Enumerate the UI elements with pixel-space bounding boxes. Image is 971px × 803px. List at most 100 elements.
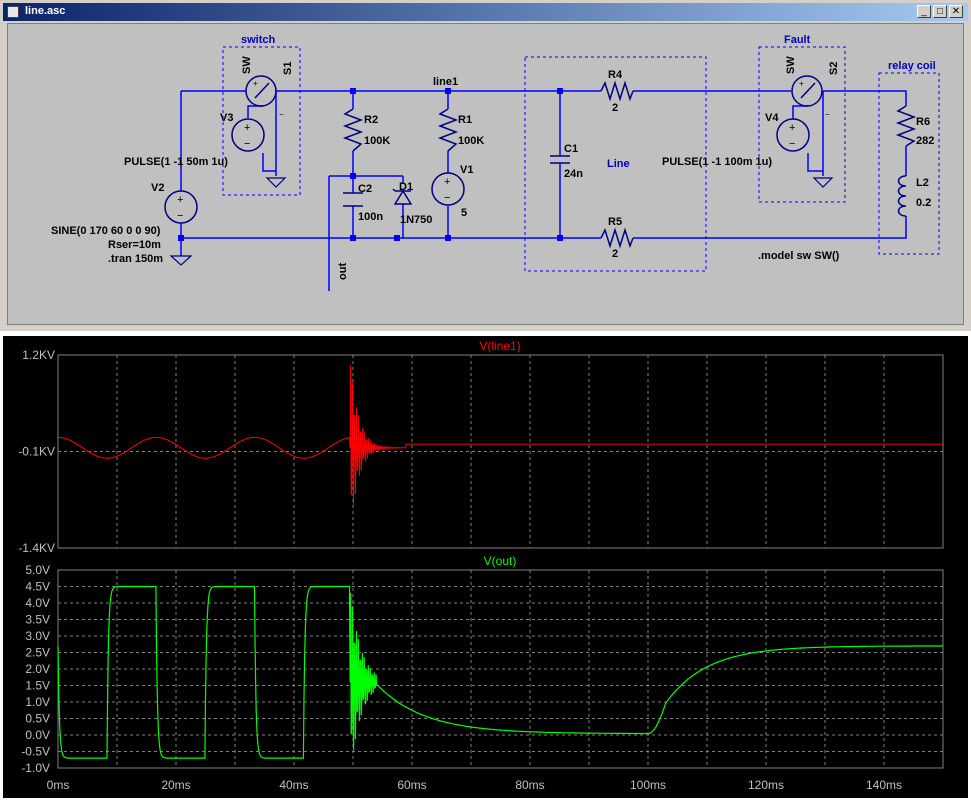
- trace-out: [57, 585, 943, 759]
- plot-frame-line1: [57, 354, 944, 549]
- pulse1-label: PULSE(1 -1 50m 1u): [124, 156, 228, 168]
- r2-value: 100K: [364, 135, 390, 147]
- svg-text:+: +: [789, 122, 795, 134]
- y-tick-label: -0.1KV: [18, 445, 55, 459]
- relay-box-label: relay coil: [888, 60, 936, 72]
- y-tick-label: 5.0V: [25, 563, 50, 577]
- junctions: [178, 88, 563, 241]
- line1-net-label: line1: [433, 76, 458, 88]
- y-tick-label: 3.5V: [25, 613, 50, 627]
- x-tick-label: 20ms: [161, 778, 190, 792]
- r6-label: R6: [916, 116, 930, 128]
- switch-box-label: switch: [241, 34, 276, 46]
- schematic-canvas[interactable]: + − + − + − + − + − + − switch Line Fault rela…: [7, 23, 964, 325]
- fault-box-label: Fault: [784, 34, 811, 46]
- minimize-button[interactable]: _: [917, 5, 931, 18]
- v1-value: 5: [461, 207, 467, 219]
- x-tick-label: 60ms: [397, 778, 426, 792]
- model-directive: .model sw SW(): [758, 250, 840, 262]
- svg-text:+: +: [177, 194, 183, 206]
- x-tick-label: 80ms: [515, 778, 544, 792]
- v1-label: V1: [460, 164, 473, 176]
- y-tick-label: 4.0V: [25, 596, 50, 610]
- y-tick-label: 2.5V: [25, 646, 50, 660]
- d1-label: D1: [399, 181, 413, 193]
- y-tick-label: 1.2KV: [22, 348, 55, 362]
- component-symbols: [164, 75, 917, 249]
- r5-label: R5: [608, 216, 622, 228]
- trace-title-out[interactable]: V(out): [484, 554, 517, 568]
- plot-pane-line1[interactable]: 1.2KV -0.1KV -1.4KV V(line1): [18, 339, 944, 555]
- y-tick-label: 0.0V: [25, 728, 50, 742]
- c1-label: C1: [564, 143, 578, 155]
- x-tick-label: 0ms: [47, 778, 70, 792]
- l2-value: 0.2: [916, 197, 931, 209]
- r5-value: 2: [612, 248, 618, 260]
- grid-line1: [58, 355, 943, 548]
- svg-text:−: −: [177, 210, 183, 222]
- title-bar[interactable]: line.asc _ □ ✕: [3, 3, 968, 21]
- svg-text:+: +: [799, 79, 804, 88]
- x-tick-labels: 0ms 20ms 40ms 60ms 80ms 100ms 120ms 140ms: [47, 778, 902, 792]
- x-tick-label: 140ms: [866, 778, 902, 792]
- v3-label: V3: [220, 112, 233, 124]
- y-tick-label: 1.0V: [25, 695, 50, 709]
- l2-label: L2: [916, 177, 929, 189]
- plot-pane-out[interactable]: 5.0V 4.5V 4.0V 3.5V 3.0V 2.5V 2.0V 1.5V 1.0V 0.5V…: [21, 554, 944, 792]
- trace-line1: [58, 365, 943, 506]
- x-tick-label: 100ms: [630, 778, 666, 792]
- tran-directive: .tran 150m: [108, 253, 163, 265]
- x-tick-label: 40ms: [279, 778, 308, 792]
- svg-text:+: +: [253, 79, 258, 88]
- ground-symbols: [169, 177, 834, 266]
- rser-label: Rser=10m: [108, 239, 161, 251]
- trace-title-line1[interactable]: V(line1): [479, 339, 520, 353]
- d1-value: 1N750: [400, 214, 432, 226]
- svg-text:+: +: [244, 122, 250, 134]
- sw1-label: SW: [241, 56, 253, 74]
- sine-label: SINE(0 170 60 0 0 90): [51, 225, 161, 237]
- sw2-label: SW: [785, 56, 797, 74]
- svg-text:−: −: [789, 138, 795, 150]
- c2-label: C2: [358, 183, 372, 195]
- grid-out: [58, 570, 943, 768]
- schematic-window: line.asc _ □ ✕: [0, 0, 971, 331]
- svg-text:−: −: [279, 110, 284, 119]
- document-icon: [7, 6, 19, 18]
- r1-label: R1: [458, 114, 472, 126]
- x-tick-label: 120ms: [748, 778, 784, 792]
- y-tick-label: -0.5V: [21, 745, 50, 759]
- y-tick-label: 1.5V: [25, 679, 50, 693]
- svg-text:−: −: [444, 192, 450, 204]
- c2-value: 100n: [358, 211, 383, 223]
- group-boxes: [222, 46, 940, 272]
- y-tick-labels-line1: 1.2KV -0.1KV -1.4KV: [18, 348, 55, 555]
- svg-text:−: −: [825, 110, 830, 119]
- c1-value: 24n: [564, 168, 583, 180]
- y-tick-label: -1.0V: [21, 761, 50, 775]
- r6-value: 282: [916, 135, 934, 147]
- v2-label: V2: [151, 182, 164, 194]
- y-tick-labels-out: 5.0V 4.5V 4.0V 3.5V 3.0V 2.5V 2.0V 1.5V 1.0V 0.5V…: [21, 563, 50, 775]
- maximize-button[interactable]: □: [933, 5, 947, 18]
- s1-label: S1: [282, 62, 294, 75]
- waveform-viewer[interactable]: 1.2KV -0.1KV -1.4KV V(line1) 5.0V 4.5V 4.0V 3…: [3, 336, 968, 798]
- y-tick-label: 2.0V: [25, 662, 50, 676]
- out-net-label: out: [337, 263, 349, 280]
- line-box-label: Line: [607, 158, 630, 170]
- r4-value: 2: [612, 102, 618, 114]
- y-tick-label: -1.4KV: [18, 541, 55, 555]
- r2-label: R2: [364, 114, 378, 126]
- y-tick-label: 0.5V: [25, 712, 50, 726]
- y-tick-label: 3.0V: [25, 629, 50, 643]
- svg-text:+: +: [444, 176, 450, 188]
- r1-value: 100K: [458, 135, 484, 147]
- pulse2-label: PULSE(1 -1 100m 1u): [662, 156, 772, 168]
- polarity-marks: + − + − + − + − + − + −: [177, 79, 830, 222]
- y-tick-label: 4.5V: [25, 580, 50, 594]
- v4-label: V4: [765, 112, 779, 124]
- svg-text:−: −: [244, 138, 250, 150]
- s2-label: S2: [828, 62, 840, 75]
- close-button[interactable]: ✕: [949, 5, 963, 18]
- r4-label: R4: [608, 69, 623, 81]
